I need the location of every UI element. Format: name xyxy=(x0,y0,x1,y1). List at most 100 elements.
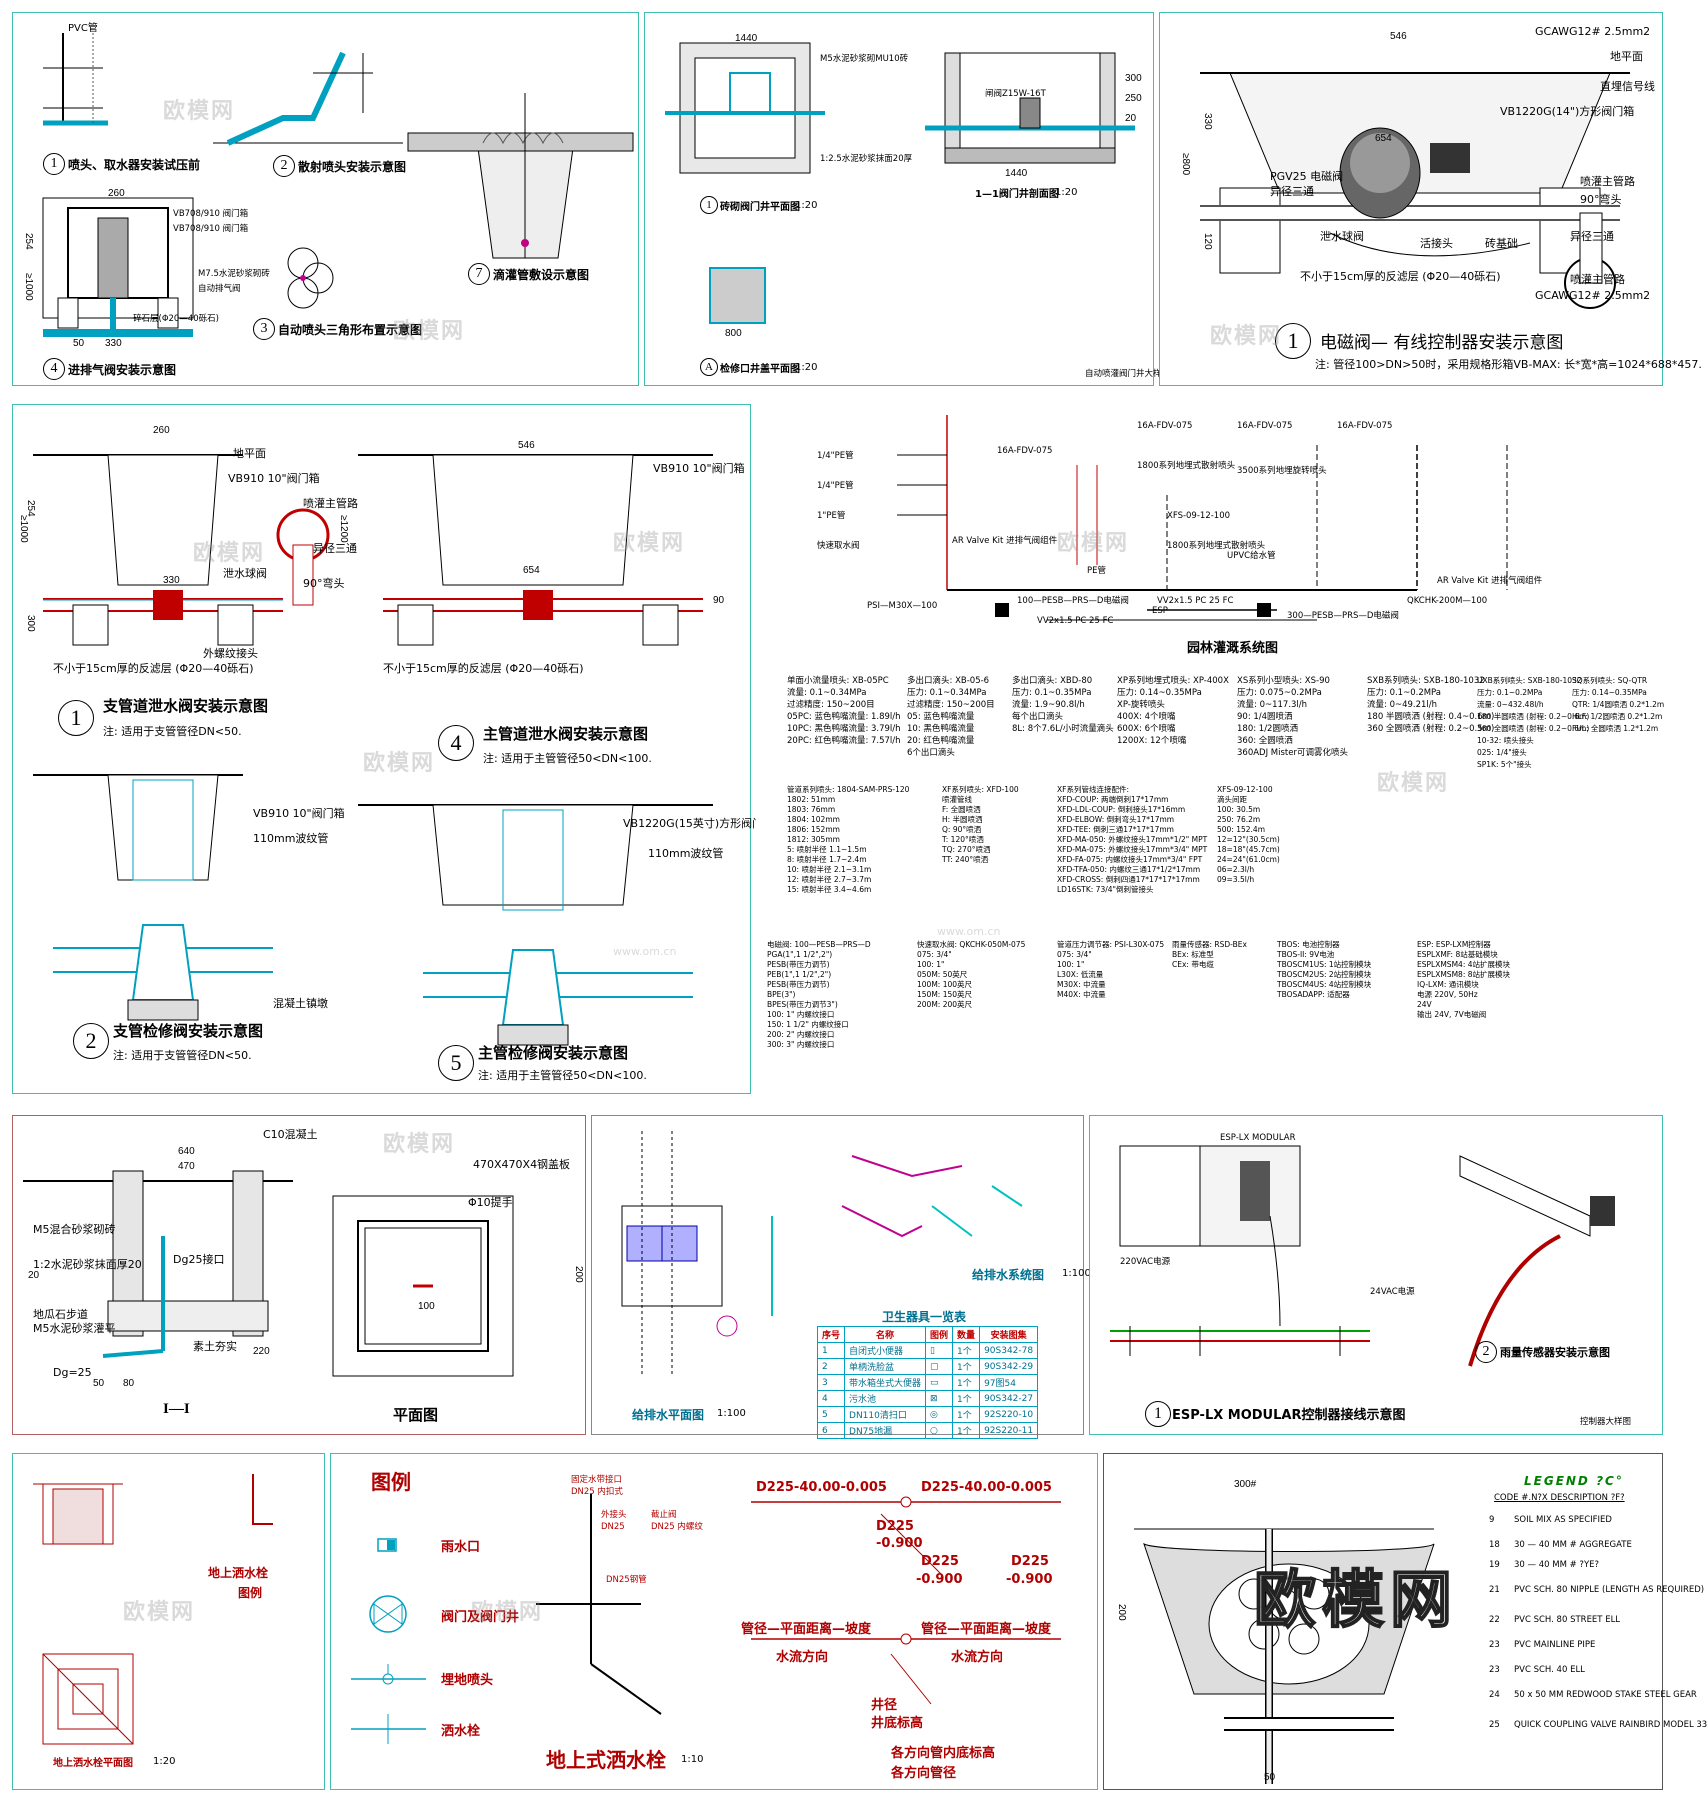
watermark-url: www.om.cn xyxy=(613,945,677,958)
caption-detail-1: 喷头、取水器安装试压前 xyxy=(68,158,201,172)
caption-main-drain: 主管道泄水阀安装示意图 xyxy=(483,725,649,743)
cell: DN110清扫口 xyxy=(844,1406,927,1423)
label-tee2: 异径三通 xyxy=(1570,230,1614,243)
cell: 97图54 xyxy=(979,1374,1039,1391)
dim-220: 220 xyxy=(253,1346,270,1357)
cell: 90S342-29 xyxy=(979,1358,1039,1375)
detail-num-4: 4 xyxy=(43,358,65,380)
watermark: 欧模网 xyxy=(1210,324,1283,349)
watermark: 欧模网 xyxy=(163,99,236,124)
caption-solenoid: 电磁阀— 有线控制器安装示意图 xyxy=(1320,333,1564,353)
label-c10: C10混凝土 xyxy=(263,1128,318,1141)
legend-text: 管径—平面距离—坡度 xyxy=(741,1622,872,1637)
dim-50: 50 xyxy=(93,1378,105,1389)
col-symbol: 图例 xyxy=(925,1326,954,1343)
legend-text: 管径—平面距离—坡度 xyxy=(921,1622,1052,1637)
cell: 单柄洗脸盆 xyxy=(844,1358,927,1375)
cell: 1个 xyxy=(952,1358,981,1375)
label-vb910: VB910 10"阀门箱 xyxy=(228,472,320,485)
sys-item: 300—PESB—PRS—D电磁阀 xyxy=(1287,611,1399,621)
label-gravel: 碎石层(Φ20—40砾石) xyxy=(133,314,219,324)
spec-block: 雨量传感器: RSD-BEx BEx: 标准型 CEx: 带电缆 xyxy=(1172,940,1247,969)
dim-330: 330 xyxy=(1202,113,1213,130)
label-dn25-inner: DN25 内扣式 xyxy=(571,1487,623,1497)
caption-valve-plan: 砖砌阀门井平面图 xyxy=(720,202,800,213)
caption-cover-plan: 检修口井盖平面图 xyxy=(720,364,800,375)
spec-block: XFS-09-12-100 滴头间距 100: 30.5m 250: 76.2m… xyxy=(1217,785,1280,884)
cell: 1 xyxy=(816,1342,846,1359)
dim-120: 120 xyxy=(1202,233,1213,250)
panel-solenoid-valve: 546 654 330 ≥800 120 GCAWG12# 2.5mm2 GCA… xyxy=(1159,12,1702,386)
label-stop-valve: 截止阀 xyxy=(651,1510,677,1520)
dim-100: 100 xyxy=(418,1301,435,1312)
dim-label: D225 xyxy=(876,1519,914,1534)
legend-item-rain-inlet: 雨水口 xyxy=(441,1540,481,1555)
watermark: 欧模网 xyxy=(613,531,686,556)
label-steel-plate: 470X470X4钢盖板 xyxy=(473,1158,571,1171)
sys-item: 16A-FDV-075 xyxy=(997,446,1053,456)
label-concrete: 混凝土镇墩 xyxy=(273,997,328,1010)
panel2-drawing xyxy=(665,42,1135,324)
caption-hydrant-plan: 地上洒水栓平面图 xyxy=(53,1758,133,1769)
legend-code: 19 xyxy=(1489,1560,1500,1570)
label-union: 活接头 xyxy=(1420,237,1453,250)
sys-item: ESP xyxy=(1152,606,1168,616)
label-floor: 地瓜石步道 xyxy=(33,1308,88,1321)
cell: 90S342-78 xyxy=(979,1342,1039,1359)
detail-num-2: 2 xyxy=(1475,1341,1497,1363)
label-handle: Φ10提手 xyxy=(468,1196,513,1209)
cell: 1个 xyxy=(952,1406,981,1423)
sys-item: XFS-09-12-100 xyxy=(1167,511,1231,521)
sys-item: VV2x1.5 PC 25 FC xyxy=(1157,596,1234,606)
label-brick: M7.5水泥砂浆砌砖 xyxy=(198,269,270,279)
dim-80: 80 xyxy=(123,1378,135,1389)
cell: DN75地漏 xyxy=(844,1422,927,1439)
caption-section: I—I xyxy=(163,1401,190,1417)
caption-detail-3: 自动喷头三角形布置示意图 xyxy=(278,323,423,337)
dim-1000: ≥1000 xyxy=(23,273,34,301)
cell: ○ xyxy=(925,1422,954,1439)
table-header-row: 序号 名称 图例 数量 安装图集 xyxy=(816,1326,1039,1343)
dim-330: 330 xyxy=(163,575,180,586)
panel-plumbing: 给排水平面图 1:100 给排水系统图 1:100 卫生器具一览表 序号 名称 … xyxy=(591,1115,1091,1439)
legend-code: 24 xyxy=(1489,1690,1500,1700)
caption-detail-4: 进排气阀安装示意图 xyxy=(68,363,177,377)
cell: 92S220-10 xyxy=(979,1406,1039,1423)
panel-drain-valves: 260 546 330 654 254 ≥1000 ≥1200 300 90 地… xyxy=(12,404,774,1094)
spec-block: TBOS: 电池控制器 TBOS-II: 9V电池 TBOSCM1US: 1站控… xyxy=(1277,940,1372,999)
dim-254: 254 xyxy=(25,500,36,517)
legend-text: 各方向管内底标高 xyxy=(891,1746,996,1761)
spec-block: 单面小流量喷头: XB-05PC 流量: 0.1~0.34MPa 过滤精度: 1… xyxy=(787,676,901,746)
label-valve-box: VB708/910 阀门箱 xyxy=(173,209,249,219)
cell: 2 xyxy=(816,1358,846,1375)
legend-code: 21 xyxy=(1489,1585,1500,1595)
legend-item: PVC MAINLINE PIPE xyxy=(1514,1640,1596,1650)
dim-254: 254 xyxy=(23,233,34,250)
panel-valve-well: 1 砖砌阀门井平面图 1:20 1—1阀门井剖面图 1:20 A 检修口井盖平面… xyxy=(644,12,1170,386)
legend-item: QUICK COUPLING VALVE RAINBIRD MODEL 33 xyxy=(1514,1720,1707,1730)
dim-label: D225-40.00-0.005 xyxy=(756,1480,887,1495)
caption-branch-drain: 支管道泄水阀安装示意图 xyxy=(103,697,269,715)
sys-item: 16A-FDV-075 xyxy=(1237,421,1293,431)
dim-20: 20 xyxy=(28,1270,40,1281)
legend-code: 18 xyxy=(1489,1540,1500,1550)
label-drain: 泄水球阀 xyxy=(1320,230,1364,243)
caption-plumbing-system: 给排水系统图 xyxy=(972,1268,1045,1282)
spec-block: XP系列地埋式喷头: XP-400X 压力: 0.14~0.35MPa XP-旋… xyxy=(1117,676,1229,746)
caption-plan: 平面图 xyxy=(393,1406,439,1424)
scale-hydrant: 1:10 xyxy=(681,1754,704,1765)
dim-label: -0.900 xyxy=(1006,1572,1053,1587)
spec-block: ESP: ESP-LXM控制器 ESPLXMF: 8站基础模块 ESPLXMSM… xyxy=(1417,940,1510,1019)
panel-footer: 自动喷灌阀门井大样图 xyxy=(1085,369,1171,379)
watermark: 欧模网 xyxy=(393,319,466,344)
label-plaster: 1:2.5水泥砂浆抹面20厚 xyxy=(820,154,913,164)
col-no: 序号 xyxy=(816,1326,846,1343)
legend-columns: CODE #.N?X DESCRIPTION ?F? xyxy=(1494,1493,1625,1503)
note-main-service: 注: 适用于主管管径50<DN<100. xyxy=(478,1069,647,1082)
label-base: 砖基础 xyxy=(1485,237,1518,250)
cell: ▯ xyxy=(925,1342,954,1359)
label-tube: 110mm波纹管 xyxy=(253,832,329,845)
dim-300: 300# xyxy=(1234,1479,1257,1490)
dim-260: 260 xyxy=(153,425,170,436)
